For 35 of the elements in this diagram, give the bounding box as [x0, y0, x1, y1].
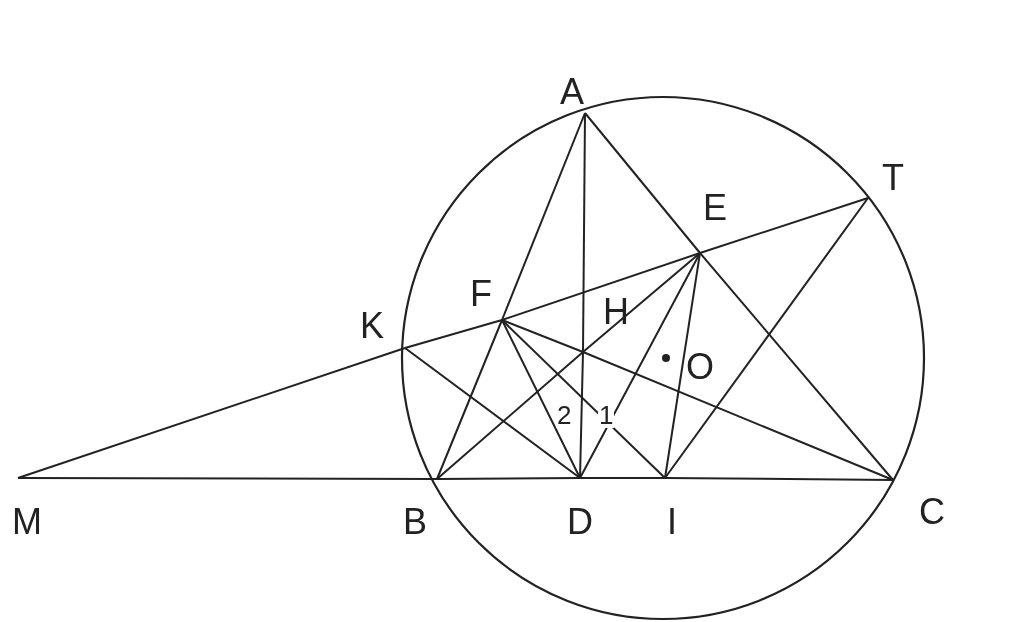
point-label: B	[403, 479, 437, 540]
point-label: T	[868, 160, 904, 198]
point-label: A	[560, 74, 590, 113]
segment	[17, 477, 438, 480]
segment	[664, 477, 894, 481]
segment	[436, 351, 584, 480]
point-label: D	[563, 478, 597, 540]
segment	[404, 319, 503, 349]
segment	[582, 351, 894, 481]
segment	[582, 252, 701, 353]
point-label: M	[12, 478, 50, 540]
segment	[501, 319, 581, 479]
segment	[579, 477, 666, 479]
segment	[501, 112, 586, 321]
segment	[584, 112, 701, 254]
segment	[699, 252, 894, 481]
segment	[17, 347, 406, 479]
segment	[664, 252, 701, 479]
point-label: O	[682, 346, 718, 388]
segment	[436, 319, 503, 480]
segment	[582, 112, 586, 353]
segment	[664, 197, 869, 479]
point-label: I	[660, 478, 684, 540]
point-label: H	[583, 294, 629, 352]
point-label: K	[360, 308, 405, 348]
point-label: E	[695, 190, 727, 253]
segment	[501, 319, 584, 353]
segment	[501, 252, 701, 321]
point-label: C	[893, 480, 945, 530]
segment	[436, 477, 581, 480]
segment	[579, 252, 701, 479]
point-label: F	[470, 276, 502, 320]
segment	[501, 319, 666, 479]
segment	[699, 197, 869, 254]
segment	[404, 347, 581, 479]
